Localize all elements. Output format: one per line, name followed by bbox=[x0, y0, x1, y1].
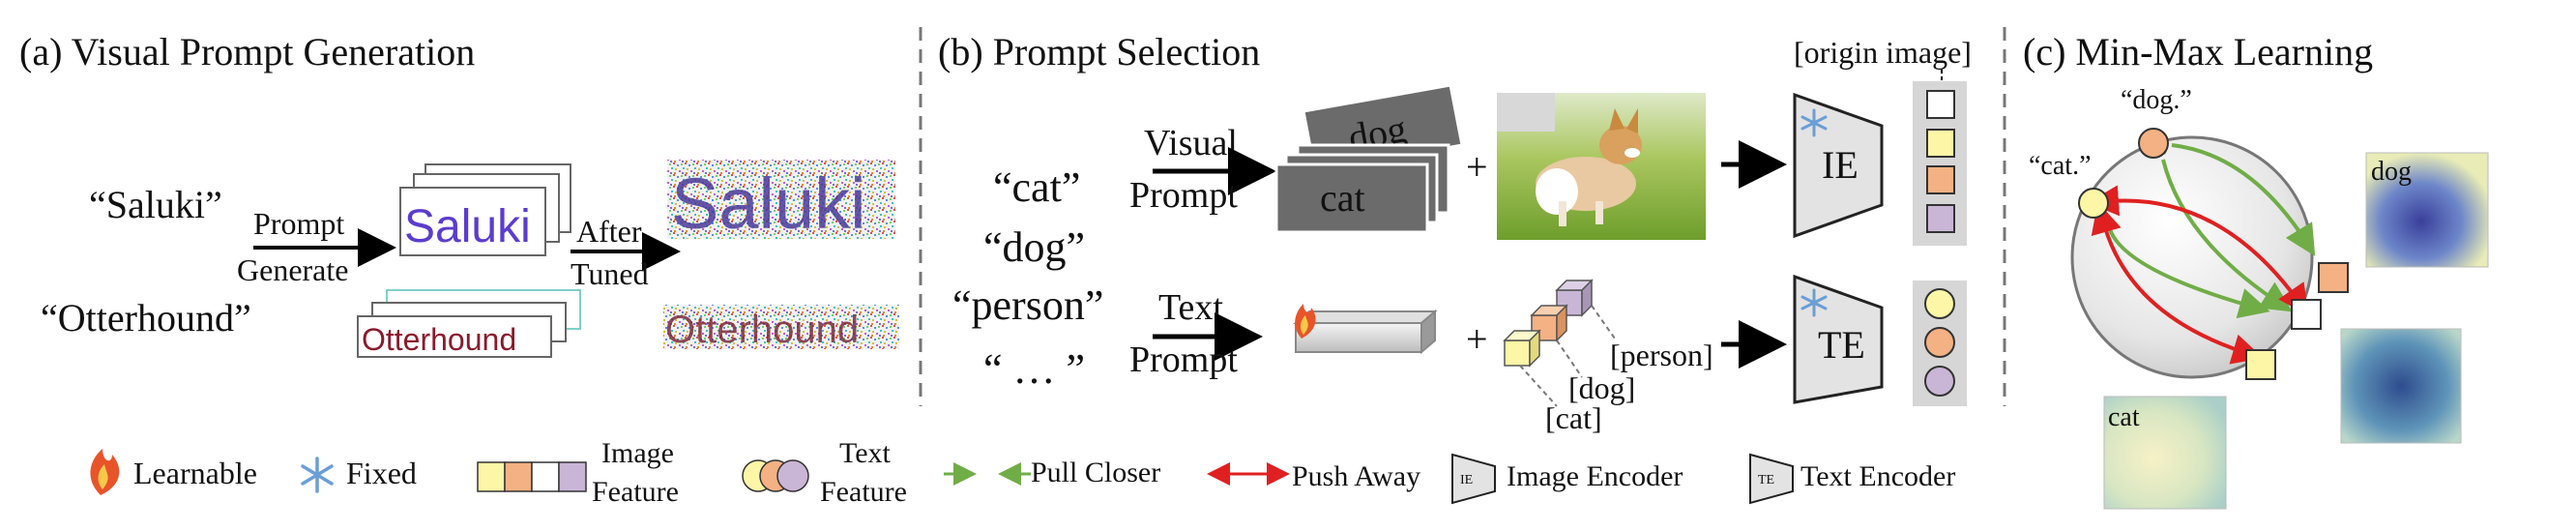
tag-person: [person] bbox=[1610, 338, 1713, 372]
legend-image-feature-swatch bbox=[477, 461, 587, 492]
text-feature-0 bbox=[1924, 288, 1955, 319]
image-feature-0 bbox=[1926, 90, 1955, 119]
legend-text-feature-swatch bbox=[742, 459, 809, 492]
legend-learnable: Learnable bbox=[133, 456, 257, 490]
snowflake-icon bbox=[1800, 108, 1828, 137]
text-feature-2 bbox=[1924, 366, 1955, 397]
tag-cat: [cat] bbox=[1545, 400, 1602, 435]
text-feature-1 bbox=[1924, 327, 1955, 358]
legend-text-feature-2: Feature bbox=[820, 476, 907, 508]
legend-image-encoder: Image Encoder bbox=[1507, 460, 1683, 492]
arrow1-label-top: Prompt bbox=[253, 206, 344, 241]
class-word-otterhound: “Otterhound” bbox=[41, 296, 251, 339]
node-origin-image bbox=[2291, 299, 2322, 330]
legend-fixed: Fixed bbox=[346, 456, 417, 490]
noisy-otterhound-text: Otterhound bbox=[665, 309, 859, 351]
image-feature-1 bbox=[1926, 129, 1955, 158]
panel-b-title: (b) Prompt Selection bbox=[938, 30, 1260, 74]
otterhound-card-text: Otterhound bbox=[362, 322, 516, 357]
saluki-card-text: Saluki bbox=[404, 201, 531, 252]
learnable-prompt-bar bbox=[1293, 304, 1438, 355]
legend-pull-closer: Pull Closer bbox=[1031, 457, 1160, 488]
noisy-otterhound-image: Otterhound bbox=[663, 305, 899, 351]
tag-dog: [dog] bbox=[1568, 370, 1635, 405]
node-dog-text bbox=[2138, 128, 2169, 159]
legend-ie-icon-text: IE bbox=[1460, 473, 1473, 487]
arrow2-label-bottom: Tuned bbox=[571, 256, 649, 291]
label-dog-quote: “dog.” bbox=[2121, 85, 2192, 115]
heatmap-origin bbox=[2340, 328, 2462, 444]
origin-image-label: [origin image] bbox=[1794, 35, 1972, 70]
legend-te-icon-text: TE bbox=[1758, 473, 1774, 487]
flame-icon bbox=[1295, 304, 1316, 339]
text-encoder-icon: TE bbox=[1749, 453, 1794, 505]
noisy-saluki-image: Saluki bbox=[667, 160, 895, 244]
plus-visual: + bbox=[1466, 145, 1488, 189]
class-word-saluki: “Saluki” bbox=[89, 183, 222, 226]
arrow2-label-top: After bbox=[576, 214, 642, 249]
image-encoder-icon: IE bbox=[1451, 453, 1496, 505]
embedding-sphere bbox=[2070, 135, 2314, 379]
class-ellipsis: “ … ” bbox=[983, 345, 1085, 393]
heatmap-cat-label: cat bbox=[2108, 402, 2140, 432]
panel-c-title: (c) Min-Max Learning bbox=[2023, 30, 2373, 74]
cube-yellow bbox=[1503, 329, 1541, 368]
flame-icon bbox=[90, 449, 120, 495]
arrow1-label-bottom: Generate bbox=[237, 252, 348, 287]
image-encoder-block: IE bbox=[1793, 92, 1884, 239]
legend-text-encoder: Text Encoder bbox=[1800, 460, 1955, 492]
visual-prompt-cards: dog cat bbox=[1274, 83, 1464, 234]
noisy-saluki-text: Saluki bbox=[671, 163, 866, 244]
snowflake-icon bbox=[301, 457, 334, 493]
node-dog-image bbox=[2318, 262, 2349, 293]
text-feature-column bbox=[1913, 280, 1967, 406]
legend-image-feature-2: Feature bbox=[592, 476, 679, 508]
visual-card-cat-text: cat bbox=[1320, 176, 1365, 220]
otterhound-card-stack: Otterhound bbox=[357, 289, 581, 358]
image-feature-column bbox=[1913, 81, 1967, 246]
legend-image-feature-1: Image bbox=[601, 437, 674, 469]
label-cat-quote: “cat.” bbox=[2029, 151, 2092, 181]
class-cat: “cat” bbox=[993, 163, 1080, 211]
node-cat-image bbox=[2245, 349, 2276, 380]
visual-prompt-label-2: Prompt bbox=[1129, 175, 1238, 216]
class-dog: “dog” bbox=[983, 223, 1085, 271]
legend-text-feature-1: Text bbox=[839, 437, 892, 469]
push-arc-bottom bbox=[2091, 201, 2264, 365]
origin-dog-photo bbox=[1497, 93, 1706, 240]
heatmap-dog: dog bbox=[2365, 152, 2489, 268]
snowflake-icon bbox=[1800, 288, 1828, 317]
plus-text: + bbox=[1466, 317, 1488, 361]
image-feature-3 bbox=[1926, 204, 1955, 233]
visual-prompt-label-1: Visual bbox=[1144, 123, 1238, 163]
image-feature-2 bbox=[1926, 165, 1955, 194]
legend-push-away: Push Away bbox=[1292, 460, 1420, 492]
saluki-card-stack: Saluki bbox=[399, 163, 571, 256]
text-prompt-label-2: Prompt bbox=[1129, 339, 1238, 380]
text-prompt-label-1: Text bbox=[1158, 287, 1223, 328]
legend: Learnable Fixed Image Feature Text Featu… bbox=[90, 437, 1955, 508]
node-cat-text bbox=[2078, 188, 2109, 219]
heatmap-cat: cat bbox=[2103, 396, 2227, 510]
text-feature-cubes bbox=[1503, 279, 1616, 407]
te-label: TE bbox=[1818, 323, 1865, 367]
text-encoder-block: TE bbox=[1793, 274, 1884, 404]
class-person: “person” bbox=[952, 281, 1103, 329]
heatmap-dog-label: dog bbox=[2371, 157, 2412, 187]
panel-a-title: (a) Visual Prompt Generation bbox=[19, 30, 475, 74]
ie-label: IE bbox=[1822, 143, 1859, 187]
